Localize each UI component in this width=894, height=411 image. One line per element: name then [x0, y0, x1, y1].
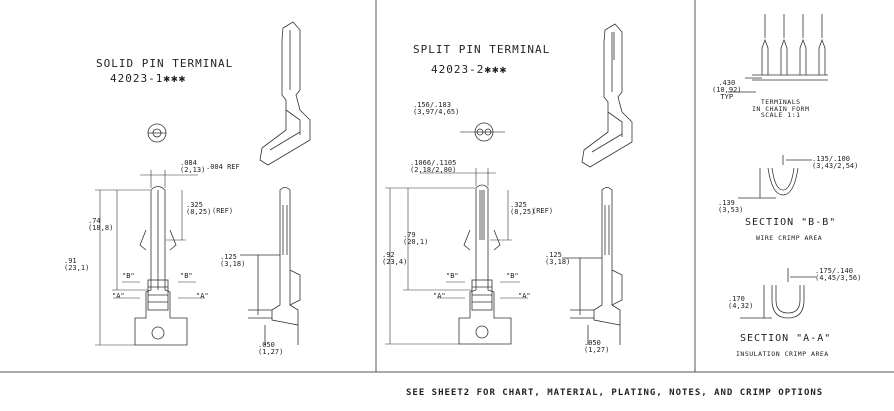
- solid-width-ref: .004 REF: [206, 163, 240, 171]
- solid-bottom-dimension: .050 (1,27): [258, 341, 284, 356]
- footer-note: SEE SHEET2 FOR CHART, MATERIAL, PLATING,…: [406, 388, 824, 398]
- solid-side-dimension: .125 (3,18): [220, 253, 246, 268]
- split-body-dimension: .79 (20,1): [403, 231, 429, 246]
- split-side-view: [562, 187, 623, 345]
- split-width-dimension: .1066/.1105 (2,18/2,80): [410, 159, 457, 174]
- chain-pitch-dimension: .430 (10,92) TYP: [712, 79, 742, 101]
- split-cross-section-icon: [474, 122, 494, 142]
- section-aa-shape: [740, 268, 816, 319]
- section-bb-title: SECTION "B-B": [745, 217, 837, 228]
- solid-cross-section-icon: [147, 123, 167, 143]
- solid-isometric-view: [259, 21, 311, 166]
- split-top-dimension: .156/.183 (3,97/4,65): [413, 101, 460, 116]
- split-isometric-view: [581, 23, 633, 168]
- section-bb-height-dimension: .139 (3,53): [718, 199, 744, 214]
- section-aa-width-dimension: .175/.140 (4,45/3,56): [815, 267, 862, 282]
- section-aa-title: SECTION "A-A": [740, 333, 832, 344]
- solid-front-view: [134, 186, 188, 346]
- split-front-view: [458, 184, 512, 345]
- solid-body-dimension: .74 (18,8): [88, 217, 114, 232]
- solid-label-b-right: "B": [180, 272, 193, 280]
- solid-side-view: [240, 187, 301, 345]
- solid-label-a-right: "A": [196, 292, 209, 300]
- split-part-number: 42023-2✱✱✱: [431, 63, 508, 76]
- panel-borders: [0, 0, 894, 373]
- chain-form-terminals: [728, 14, 828, 93]
- solid-width-dimension: .084 (2,13): [180, 159, 206, 174]
- split-label-b-right: "B": [506, 272, 519, 280]
- split-overall-dimension: .92 (23,4): [382, 251, 408, 266]
- section-bb-shape: [738, 155, 812, 199]
- solid-title: SOLID PIN TERMINAL: [96, 57, 234, 70]
- solid-part-number: 42023-1✱✱✱: [110, 72, 187, 85]
- solid-label-a-left: "A": [112, 292, 125, 300]
- section-bb-subtitle: WIRE CRIMP AREA: [756, 234, 823, 242]
- split-pin-dimension: .325 (8,25): [510, 201, 536, 216]
- chain-form-label: TERMINALS IN CHAIN FORM SCALE 1:1: [752, 98, 810, 119]
- solid-overall-dimension: .91 (23,1): [64, 257, 90, 272]
- section-aa-subtitle: INSULATION CRIMP AREA: [736, 350, 829, 358]
- split-dimension-lines: [385, 131, 528, 345]
- solid-label-b-left: "B": [122, 272, 135, 280]
- split-pin-ref: (REF): [532, 207, 554, 215]
- solid-dimension-lines: [95, 170, 205, 346]
- split-label-b-left: "B": [446, 272, 459, 280]
- solid-pin-ref: (REF): [212, 207, 234, 215]
- split-side-dimension: .125 (3,18): [545, 251, 571, 266]
- split-title: SPLIT PIN TERMINAL: [413, 43, 551, 56]
- section-bb-width-dimension: .135/.100 (3,43/2,54): [812, 155, 859, 170]
- split-label-a-left: "A": [433, 292, 446, 300]
- section-aa-height-dimension: .170 (4,32): [728, 295, 754, 310]
- solid-pin-dimension: .325 (8,25): [186, 201, 212, 216]
- split-bottom-dimension: .050 (1,27): [584, 339, 610, 354]
- split-label-a-right: "A": [518, 292, 531, 300]
